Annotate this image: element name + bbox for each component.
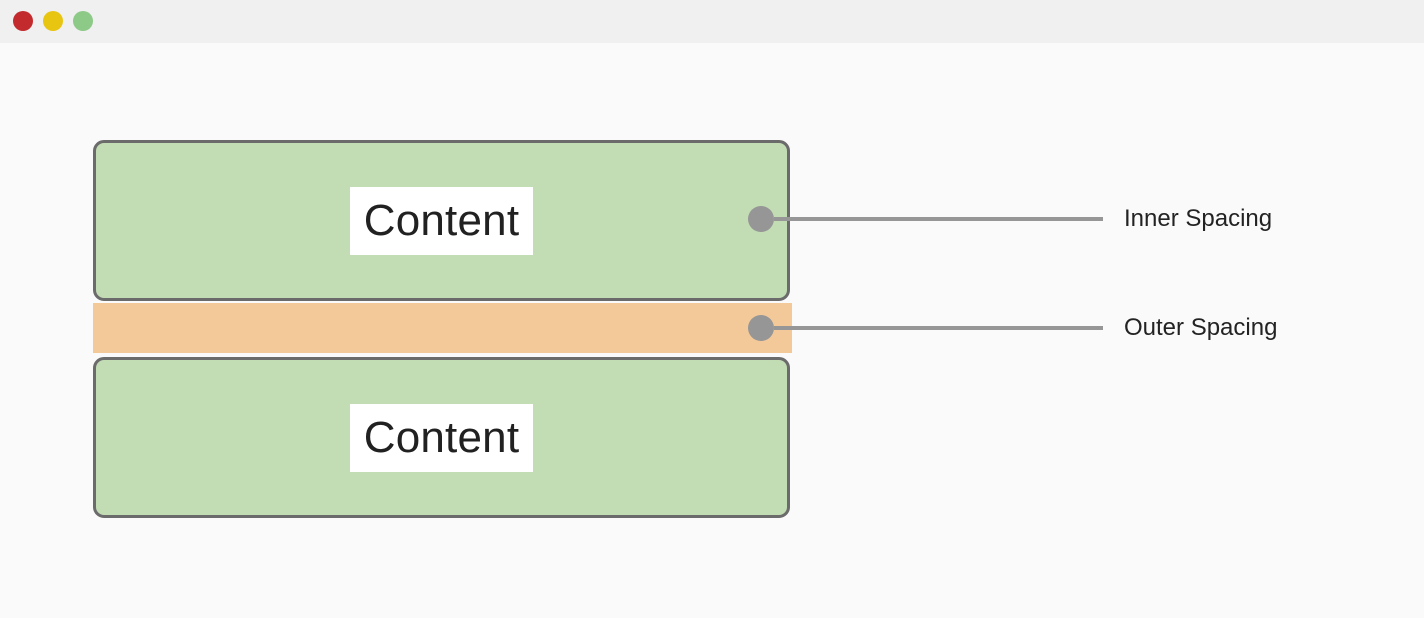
inner-spacing-marker-icon <box>748 206 774 232</box>
outer-spacing-label: Outer Spacing <box>1124 314 1278 341</box>
inner-spacing-callout: Inner Spacing <box>748 206 1272 232</box>
outer-spacing-bar <box>93 303 792 353</box>
maximize-window-button[interactable] <box>73 11 93 31</box>
outer-spacing-leader-line <box>774 326 1103 330</box>
window-controls <box>13 11 93 31</box>
outer-spacing-marker-icon <box>748 315 774 341</box>
content-box-top: Content <box>93 140 790 301</box>
content-box-bottom: Content <box>93 357 790 518</box>
inner-spacing-label: Inner Spacing <box>1124 205 1273 232</box>
diagram-canvas: Content Content Inner Spacing Outer Spac… <box>0 43 1424 618</box>
window-titlebar <box>0 0 1424 43</box>
close-window-button[interactable] <box>13 11 33 31</box>
outer-spacing-callout: Outer Spacing <box>748 315 1277 341</box>
content-box-top-label: Content <box>349 186 534 255</box>
inner-spacing-leader-line <box>774 217 1103 221</box>
minimize-window-button[interactable] <box>43 11 63 31</box>
content-box-bottom-label: Content <box>349 403 534 472</box>
